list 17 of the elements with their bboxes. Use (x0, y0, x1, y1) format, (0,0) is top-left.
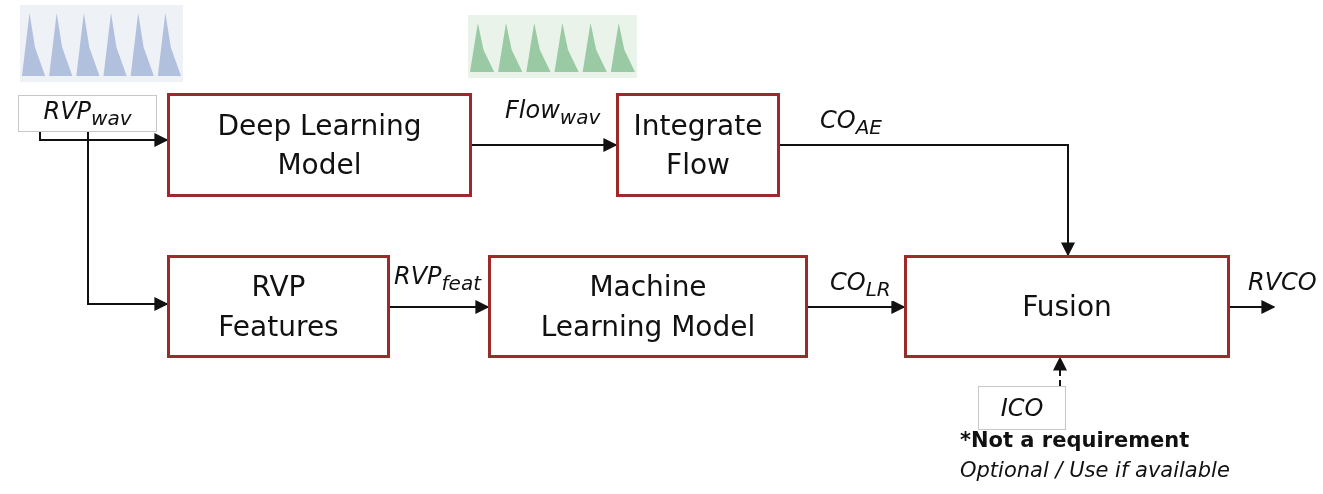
arrow (807, 300, 906, 314)
input-label: RVP$_{wav}$ (18, 95, 157, 132)
input-label: ICO (978, 386, 1066, 430)
arrow (779, 144, 1075, 257)
arrow (471, 138, 618, 152)
arrow (1229, 300, 1276, 314)
arrow (389, 300, 490, 314)
note-text: *Not a requirement (960, 428, 1190, 452)
process-box: Integrate Flow (616, 93, 780, 197)
process-box: Fusion (904, 255, 1230, 358)
arrow (87, 131, 169, 311)
process-box: RVP Features (167, 255, 390, 358)
arrow (39, 131, 169, 147)
process-box: Machine Learning Model (488, 255, 808, 358)
arrow (1053, 356, 1067, 387)
note-text: Optional / Use if available (960, 458, 1230, 482)
process-box: Deep Learning Model (167, 93, 472, 197)
